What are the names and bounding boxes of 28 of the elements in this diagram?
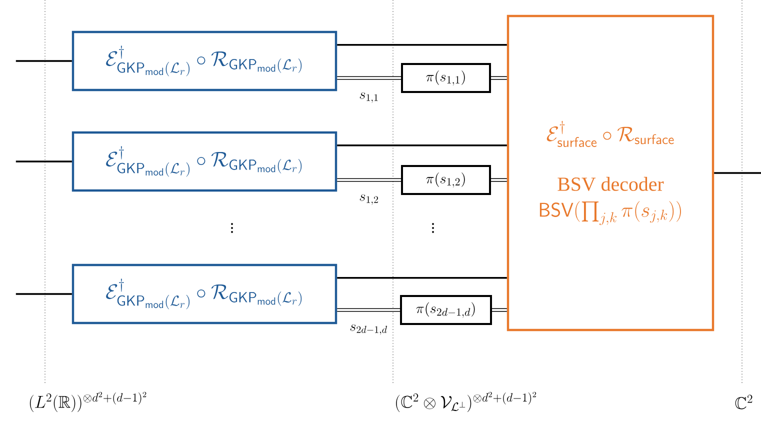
wire — [714, 172, 761, 174]
recovery-box: $\mathcal{E}^\dagger_{\mathsf{GKP}_{\mathsf{mod}}(\mathcal{L}_r)}\circ\mathcal{R}_{\mathsf{GKP}_{\mathsf{mod}}(\mathcal{L}_r)}$ — [72, 264, 338, 324]
pi-box: $\pi(s_{1,1})$ — [401, 63, 491, 93]
decoder-box: $\mathcal{E}^\dagger_{\mathsf{surface}}\circ\mathcal{R}_{\mathsf{surface}}$ BSV decoder $\mathsf{BSV}(\prod_{j,k}\pi(s_{j,k}))$ — [506, 14, 714, 332]
edge-label: $s_{1,2}$ — [360, 194, 378, 205]
vertical-dots: $\vdots$ — [231, 223, 233, 233]
wire — [492, 308, 507, 312]
wire — [337, 277, 507, 279]
edge-label: $s_{1,1}$ — [360, 92, 378, 103]
space-label: $(L^2(\mathbb{R}))^{\otimes d^2+(d-1)^2}$ — [30, 392, 146, 412]
wire — [491, 76, 507, 80]
vertical-dots: $\vdots$ — [432, 223, 434, 233]
wire — [16, 293, 72, 295]
pi-box: $\pi(s_{1,2})$ — [401, 165, 491, 195]
wire — [16, 160, 72, 162]
recovery-box: $\mathcal{E}^\dagger_{\mathsf{GKP}_{\mathsf{mod}}(\mathcal{L}_r)}\circ\mathcal{R}_{\mathsf{GKP}_{\mathsf{mod}}(\mathcal{L}_r)}$ — [72, 131, 338, 192]
space-label: $\mathbb{C}^2$ — [735, 394, 752, 410]
wire — [337, 308, 400, 312]
wire — [337, 178, 401, 182]
edge-label: $s_{2d-1,d}$ — [350, 324, 387, 335]
pi-box: $\pi(s_{2d-1,d})$ — [400, 295, 492, 325]
wire — [337, 44, 507, 46]
wire — [491, 178, 507, 182]
recovery-box: $\mathcal{E}^\dagger_{\mathsf{GKP}_{\mathsf{mod}}(\mathcal{L}_r)}\circ\mathcal{R}_{\mathsf{GKP}_{\mathsf{mod}}(\mathcal{L}_r)}$ — [72, 30, 338, 92]
wire — [337, 76, 401, 80]
space-label: $(\mathbb{C}^2\otimes\mathcal{V}_{\mathcal{L}^\perp})^{\otimes d^2+(d-1)^2}$ — [396, 392, 536, 412]
wire — [16, 60, 72, 62]
wire — [337, 144, 507, 146]
